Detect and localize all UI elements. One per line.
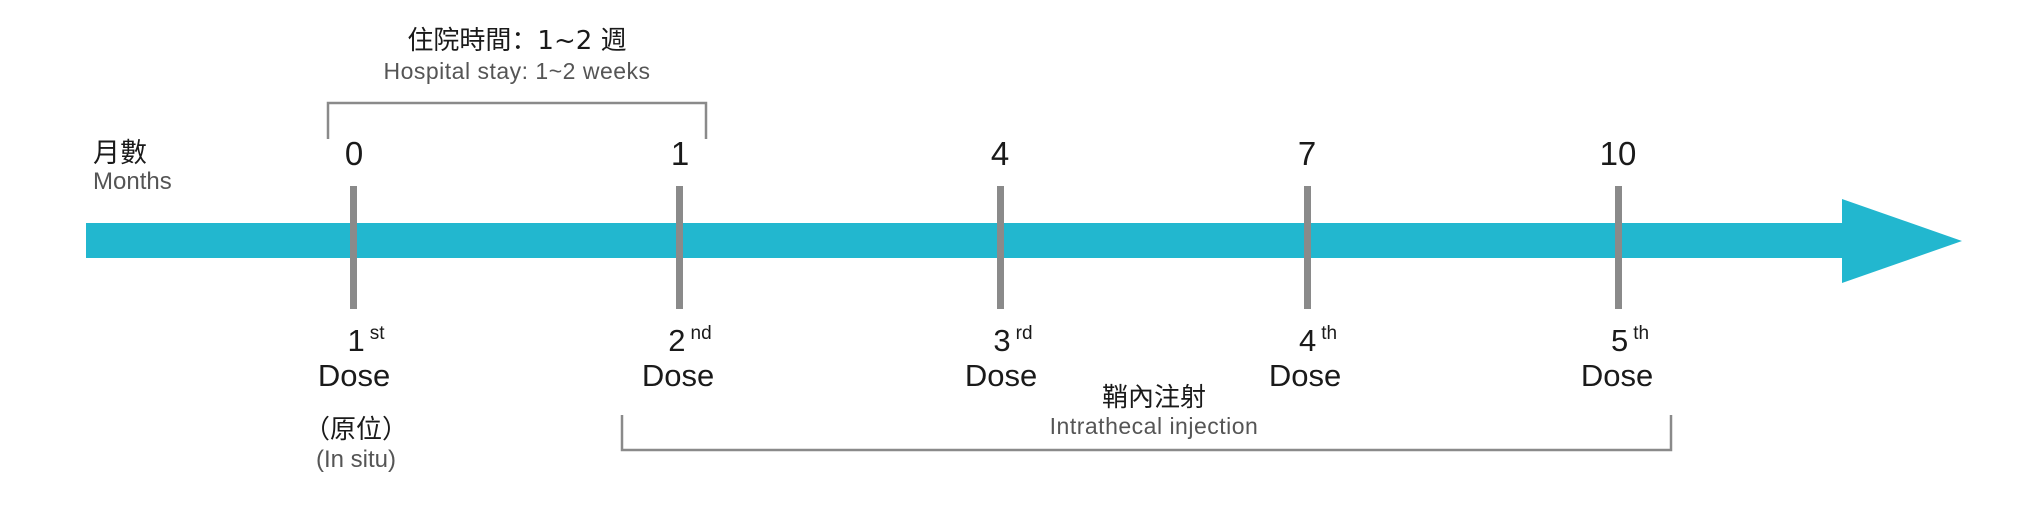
intrathecal-label-en: Intrathecal injection <box>1049 413 1259 439</box>
tick-month-4 <box>997 186 1004 309</box>
month-label-1: 1 <box>670 135 690 172</box>
tick-month-1 <box>676 186 683 309</box>
timeline-arrow-head <box>1842 199 1962 283</box>
dose-2-label: Dose <box>641 358 715 393</box>
hospital-stay-label-zh: 住院時間：1~2 週 <box>407 26 627 56</box>
dose-3-label: Dose <box>964 358 1038 393</box>
dose-3-suffix: rd <box>1015 323 1033 344</box>
dose-5-label: Dose <box>1580 358 1654 393</box>
dose-1-label: Dose <box>317 358 391 393</box>
dose-5-suffix: th <box>1633 323 1650 344</box>
tick-month-0 <box>350 186 357 309</box>
in-situ-label-en: (In situ) <box>315 446 397 473</box>
month-label-0: 0 <box>344 135 364 172</box>
month-label-7: 7 <box>1297 135 1317 172</box>
intrathecal-label-zh: 鞘內注射 <box>1101 383 1207 413</box>
month-label-10: 10 <box>1599 135 1637 172</box>
tick-month-7 <box>1304 186 1311 309</box>
hospital-stay-label-en: Hospital stay: 1~2 weeks <box>383 58 651 84</box>
dose-1-suffix: st <box>369 323 385 344</box>
axis-label-zh: 月數 <box>93 138 147 169</box>
dose-4-suffix: th <box>1321 323 1338 344</box>
in-situ-label-zh: （原位） <box>303 415 409 445</box>
intrathecal-bracket <box>620 415 1673 452</box>
timeline-arrow-shaft <box>86 223 1856 258</box>
hospital-stay-bracket <box>326 101 708 139</box>
axis-label-en: Months <box>93 168 172 195</box>
tick-month-10 <box>1615 186 1622 309</box>
month-label-4: 4 <box>990 135 1010 172</box>
dose-2-suffix: nd <box>690 323 712 344</box>
dose-4-label: Dose <box>1268 358 1342 393</box>
